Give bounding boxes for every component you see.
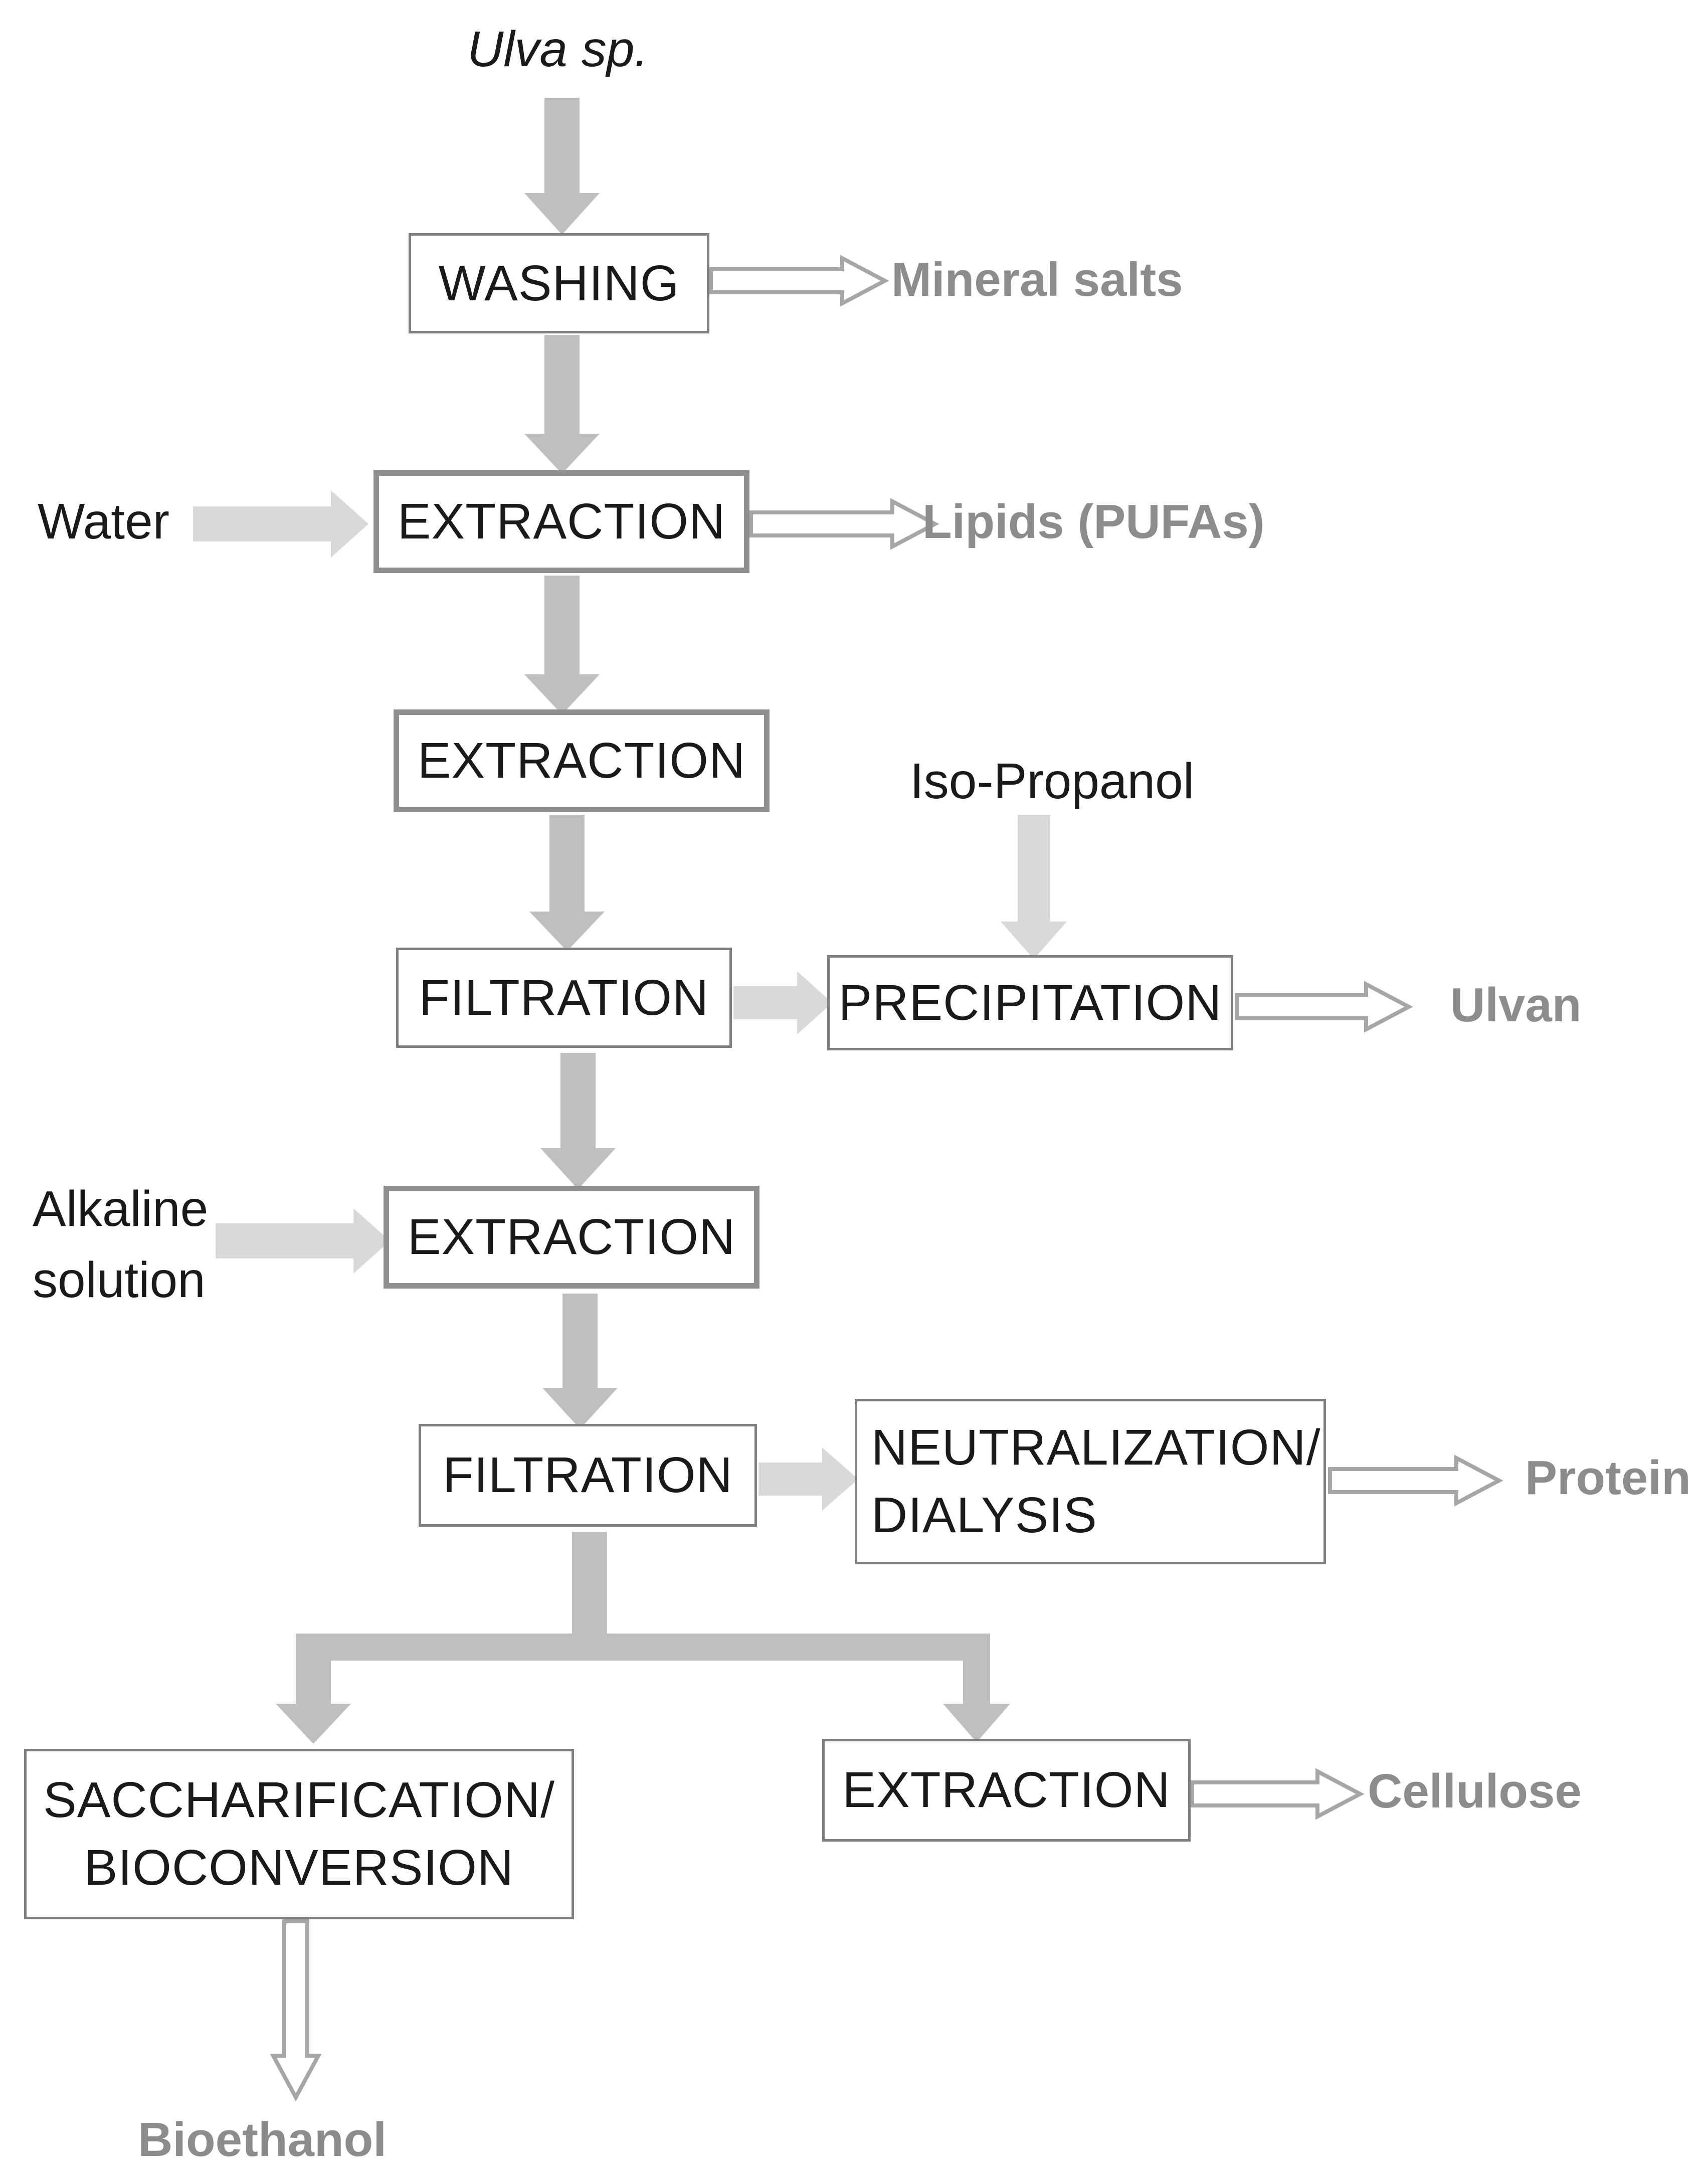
step-filtration-2-label: FILTRATION — [443, 1447, 733, 1503]
step-washing-box: WASHING — [409, 233, 709, 333]
main-arrow-extraction-1-to-extraction-2 — [524, 576, 600, 714]
step-filtration-1-box: FILTRATION — [396, 948, 732, 1048]
product-arrow-cellulose — [1190, 1768, 1365, 1820]
step-extraction-4-label: EXTRACTION — [842, 1762, 1171, 1818]
product-arrow-lipids — [749, 498, 939, 550]
product-label-mineral-salts: Mineral salts — [891, 253, 1183, 306]
step-extraction-3-box: EXTRACTION — [384, 1186, 760, 1289]
input-arrow-filtration-1-to-precipitation — [733, 971, 832, 1034]
main-arrow-washing-to-extraction-1 — [524, 335, 600, 474]
step-neutralization-label-line1: NEUTRALIZATION/ — [871, 1419, 1321, 1476]
step-filtration-2-box: FILTRATION — [419, 1424, 757, 1527]
input-label-alkaline-line2: solution — [33, 1252, 206, 1308]
product-label-lipids: Lipids (PUFAs) — [922, 495, 1265, 549]
main-arrow-extraction-3-to-filtration-2 — [542, 1294, 618, 1429]
product-label-protein: Protein — [1525, 1451, 1691, 1505]
product-label-cellulose: Cellulose — [1368, 1764, 1582, 1818]
input-label-isopropanol: Iso-Propanol — [910, 753, 1194, 809]
step-extraction-1-box: EXTRACTION — [373, 470, 749, 573]
input-arrow-filtration-2-to-neutralization — [758, 1447, 858, 1511]
step-neutralization-dialysis-box: NEUTRALIZATION/ DIALYSIS — [855, 1399, 1326, 1564]
product-label-ulvan: Ulvan — [1450, 978, 1582, 1032]
product-arrow-ulvan — [1235, 981, 1413, 1033]
input-arrow-alkaline — [216, 1208, 390, 1274]
product-label-bioethanol: Bioethanol — [138, 2113, 387, 2166]
step-extraction-4-box: EXTRACTION — [822, 1739, 1191, 1842]
step-washing-label: WASHING — [438, 255, 680, 311]
input-arrow-isopropanol — [1001, 815, 1067, 959]
step-extraction-1-label: EXTRACTION — [397, 493, 726, 550]
product-arrow-bioethanol — [270, 1919, 322, 2102]
input-label-water: Water — [38, 493, 169, 550]
input-label-alkaline-line1: Alkaline — [33, 1181, 209, 1237]
step-extraction-3-label: EXTRACTION — [407, 1209, 736, 1265]
main-arrow-filtration-1-to-extraction-3 — [540, 1053, 616, 1189]
step-precipitation-label: PRECIPITATION — [838, 974, 1222, 1031]
main-arrow-filtration-2-branch — [276, 1532, 1010, 1744]
product-arrow-protein — [1328, 1455, 1503, 1507]
product-arrow-mineral-salts — [709, 255, 889, 307]
source-label-ulva: Ulva sp. — [467, 21, 649, 77]
step-precipitation-box: PRECIPITATION — [827, 955, 1233, 1050]
step-saccharification-bioconversion-box: SACCHARIFICATION/ BIOCONVERSION — [24, 1749, 574, 1919]
step-saccharification-label-line1: SACCHARIFICATION/ — [43, 1772, 555, 1828]
input-arrow-water — [193, 490, 368, 558]
step-filtration-1-label: FILTRATION — [419, 969, 709, 1026]
step-extraction-2-box: EXTRACTION — [394, 709, 770, 812]
step-saccharification-label-line2: BIOCONVERSION — [84, 1840, 514, 1896]
input-label-alkaline-solution: Alkaline solution — [33, 1173, 208, 1316]
step-extraction-2-label: EXTRACTION — [417, 733, 746, 789]
main-arrow-extraction-2-to-filtration-1 — [529, 815, 605, 951]
step-neutralization-label-line2: DIALYSIS — [871, 1487, 1097, 1543]
main-arrow-source-to-washing — [524, 98, 600, 235]
